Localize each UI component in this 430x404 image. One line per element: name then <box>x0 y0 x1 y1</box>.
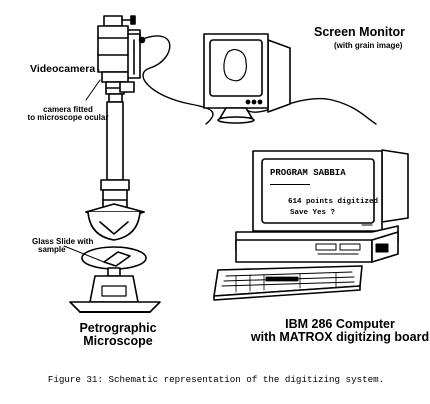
computer-unit <box>235 225 399 263</box>
label-glass-slide: Glass Slide with sample <box>32 237 94 255</box>
computer-monitor <box>252 149 409 232</box>
monitor-cable <box>246 97 377 125</box>
label-glass-slide-line1: Glass Slide with <box>32 237 94 246</box>
keyboard <box>213 265 363 301</box>
camera-cable <box>139 35 214 125</box>
label-computer-line2: with MATROX digitizing board <box>250 330 430 345</box>
label-camera-fitted: camera fitted to microscope ocular <box>22 105 114 123</box>
screen-underline <box>270 184 310 185</box>
label-computer-line1: IBM 286 Computer <box>285 317 395 331</box>
label-camera-fitted-line1: camera fitted <box>43 105 93 114</box>
screen-points-digitized: 614 points digitized <box>288 198 379 206</box>
label-microscope-line1: Petrographic <box>79 321 157 335</box>
screen-program-title: PROGRAM SABBIA <box>270 168 346 178</box>
figure-caption: Figure 31: Schematic representation of t… <box>47 374 385 385</box>
label-glass-slide-line2: sample <box>38 245 66 255</box>
label-screen-monitor: Screen Monitor <box>314 25 405 39</box>
microscope <box>69 101 161 313</box>
label-camera-fitted-line2: to microscope ocular <box>27 113 109 123</box>
label-videocamera: Videocamera <box>30 63 96 75</box>
screen-monitor <box>203 33 291 124</box>
label-ibm-computer: IBM 286 Computer with MATROX digitizing … <box>250 317 430 345</box>
videocamera <box>97 15 146 103</box>
label-petrographic-microscope: Petrographic Microscope <box>60 321 176 349</box>
label-microscope-line2: Microscope <box>83 334 153 349</box>
label-screen-monitor-sub: (with grain image) <box>334 41 403 50</box>
screen-save-prompt: Save Yes ? <box>290 209 336 217</box>
